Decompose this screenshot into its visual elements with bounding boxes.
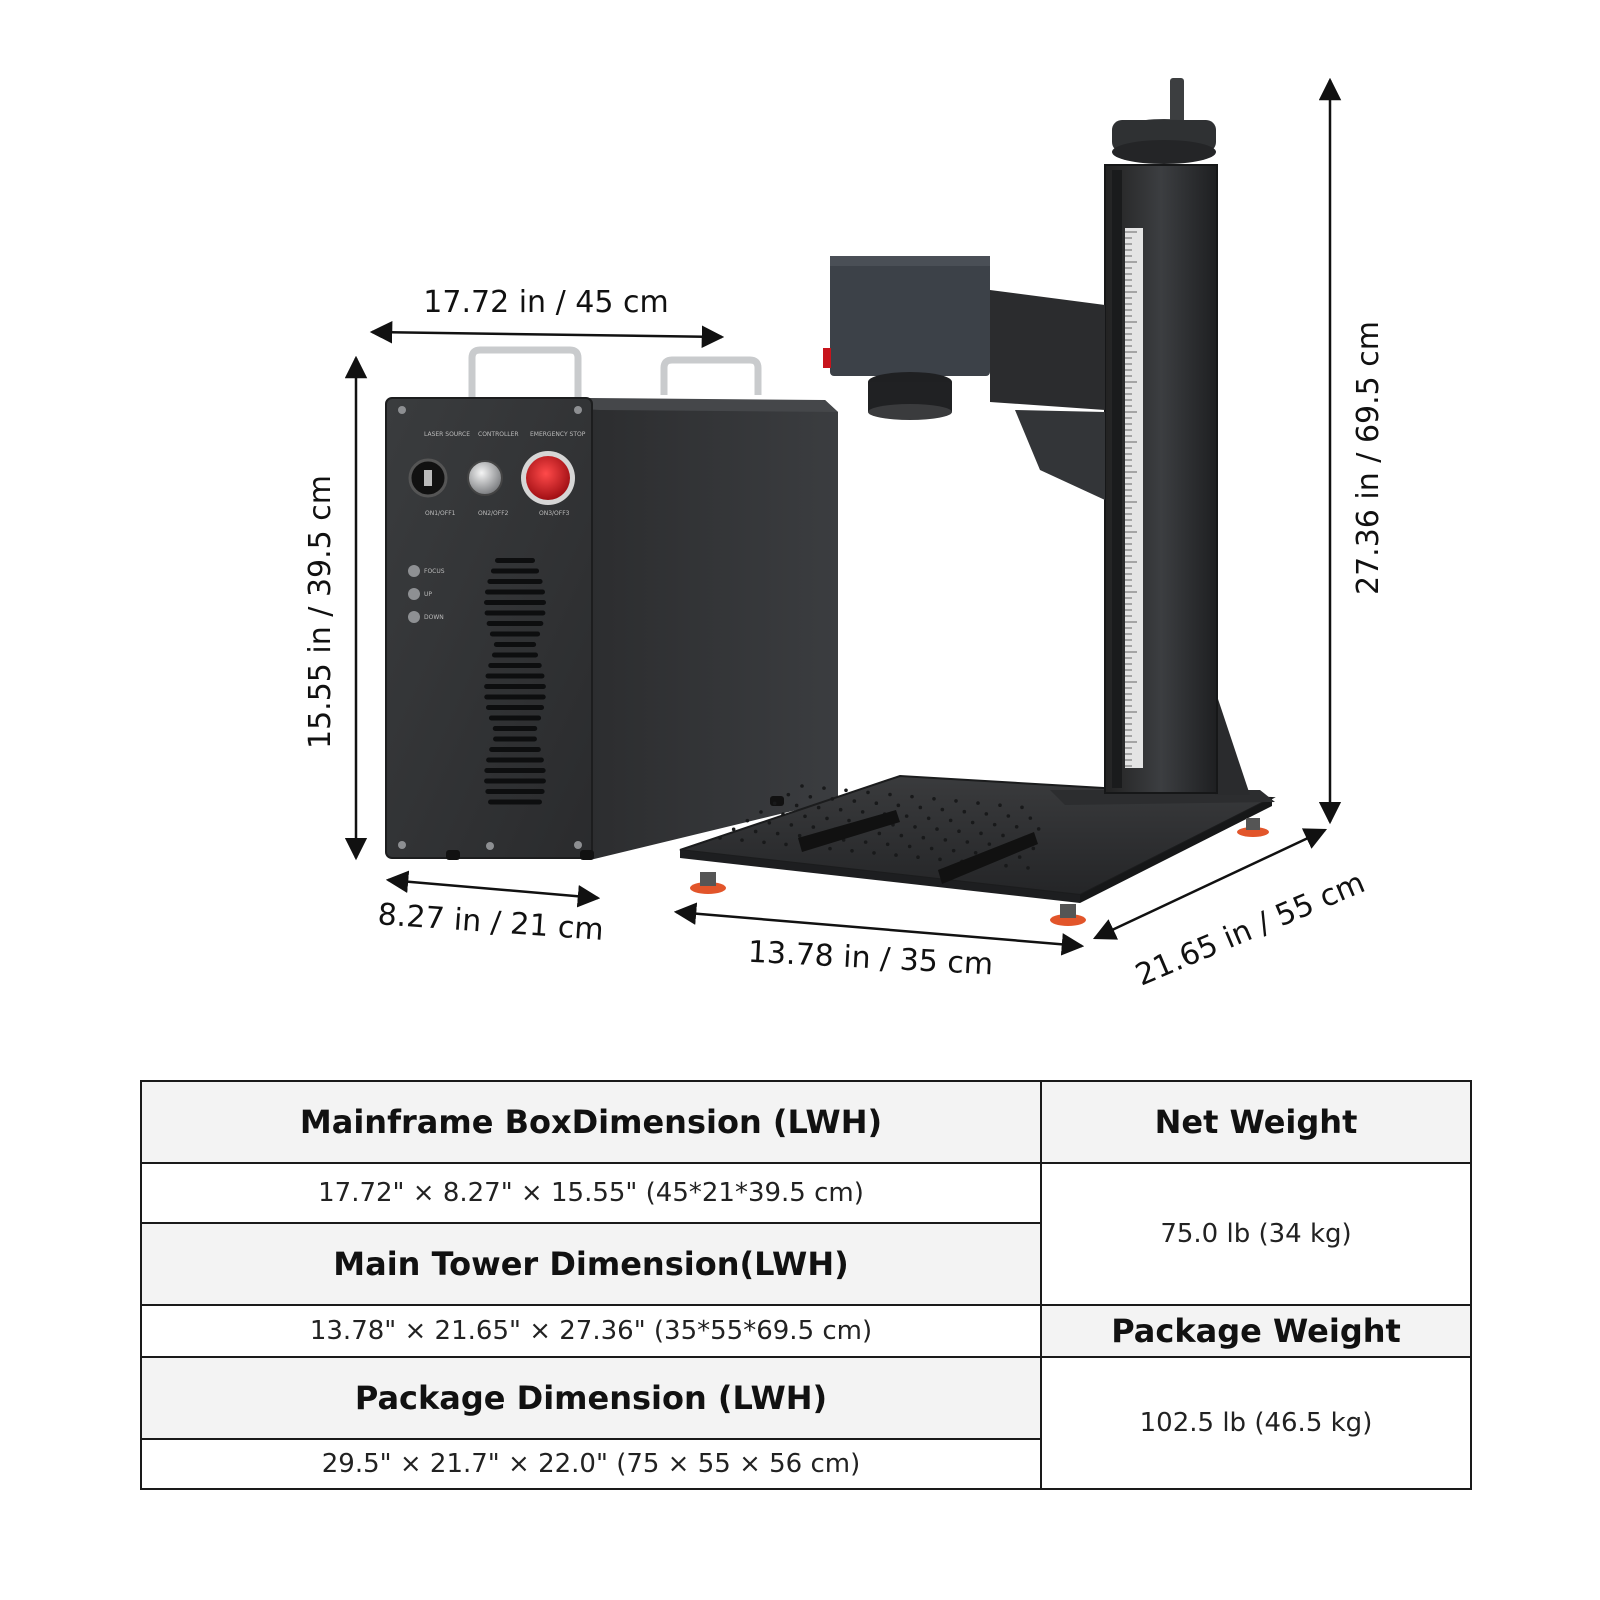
arrow-tower-depth [1092,828,1328,940]
product-illustration: LASER SOURCE CONTROLLER EMERGENCY STOP O… [303,77,1386,993]
label-down: DOWN [424,614,444,621]
dim-box-width: 17.72 in / 45 cm [423,285,668,320]
controller-button-icon [467,460,503,496]
label-emergency-stop: EMERGENCY STOP [530,431,586,438]
arrow-box-width [369,321,725,348]
package-weight-header: Package Weight [1040,1304,1472,1358]
dim-tower-height: 27.36 in / 69.5 cm [1351,321,1386,595]
tower-dimension-value: 13.78" × 21.65" × 27.36" (35*55*69.5 cm) [140,1304,1042,1358]
net-weight-value: 75.0 lb (34 kg) [1040,1162,1472,1306]
vent-grille [484,558,546,805]
focus-button-icon [408,565,420,577]
mainframe-dimension-value: 17.72" × 8.27" × 15.55" (45*21*39.5 cm) [140,1162,1042,1224]
base-foot [690,882,726,894]
tower-dimension-header: Main Tower Dimension(LWH) [140,1222,1042,1306]
up-button-icon [408,588,420,600]
spec-table: Mainframe BoxDimension (LWH) Net Weight … [140,1080,1472,1490]
label-controller: CONTROLLER [478,431,519,438]
arrow-box-depth [385,870,601,908]
down-button-icon [408,611,420,623]
package-dimension-value: 29.5" × 21.7" × 22.0" (75 × 55 × 56 cm) [140,1438,1042,1490]
label-up: UP [424,591,432,598]
height-scale [1125,228,1143,768]
label-switch2: ON2/OFF2 [478,510,509,517]
base-jig-right [938,832,1038,884]
label-focus: FOCUS [424,568,445,575]
dimension-arrows [344,77,1342,956]
dim-box-height: 15.55 in / 39.5 cm [303,475,338,749]
package-dimension-header: Package Dimension (LWH) [140,1356,1042,1440]
net-weight-header: Net Weight [1040,1080,1472,1164]
label-laser-source: LASER SOURCE [424,431,470,438]
label-switch3: ON3/OFF3 [539,510,570,517]
box-handle-front [468,346,582,398]
dim-tower-width: 13.78 in / 35 cm [747,935,994,983]
arrow-tower-width [673,902,1085,956]
box-handle-back [660,356,762,395]
dim-box-depth: 8.27 in / 21 cm [377,897,605,948]
dim-tower-depth: 21.65 in / 55 cm [1131,865,1371,993]
mainframe-box: LASER SOURCE CONTROLLER EMERGENCY STOP O… [385,346,838,860]
mainframe-dimension-header: Mainframe BoxDimension (LWH) [140,1080,1042,1164]
base-jig-left [798,810,900,852]
label-switch1: ON1/OFF1 [425,510,456,517]
package-weight-value: 102.5 lb (46.5 kg) [1040,1356,1472,1490]
laser-head [830,256,990,376]
